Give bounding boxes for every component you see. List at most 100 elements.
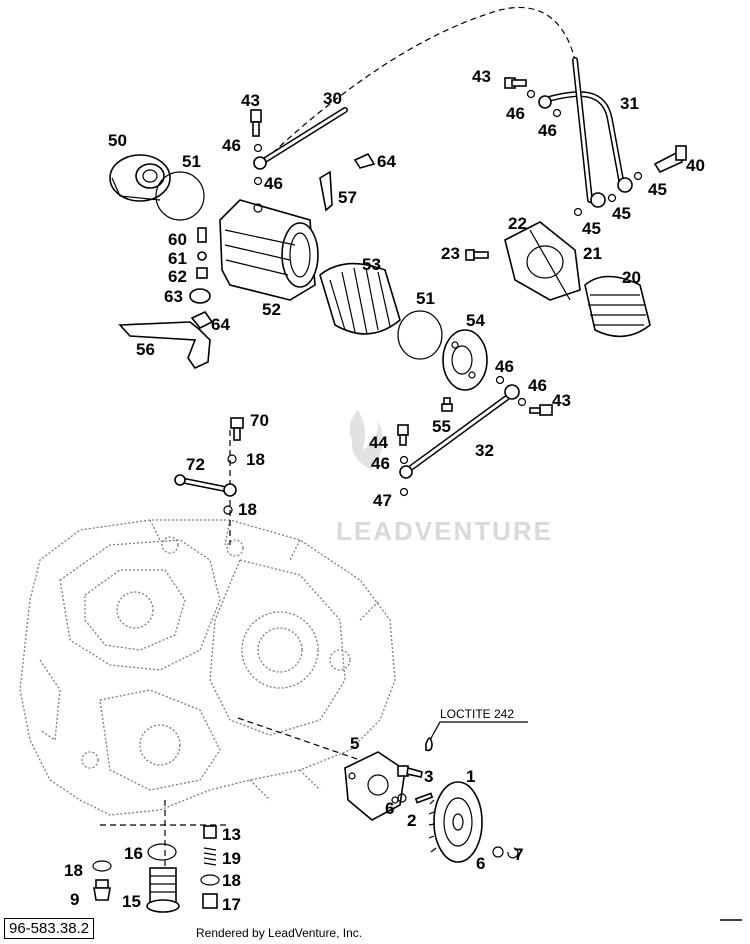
callout-72: 72 [186,455,205,474]
callout-18-c: 18 [64,861,83,880]
callout-22: 22 [508,214,527,233]
callout-57: 57 [338,188,357,207]
gear-1 [428,781,483,863]
washer-46-b [253,176,263,186]
washer-45-a [573,207,583,217]
callout-44: 44 [369,433,388,452]
washer-45-b [607,193,617,203]
circlip-7 [507,847,519,859]
callout-18-a: 18 [246,450,265,469]
washer-45-c [633,171,643,181]
callout-13: 13 [222,825,241,844]
callout-61: 61 [168,249,187,268]
washer-18-a [227,454,237,464]
callout-21: 21 [583,244,602,263]
filter-housing-52 [219,199,319,301]
spring-19 [203,847,217,866]
callout-5: 5 [350,734,359,753]
callout-31: 31 [620,94,639,113]
callout-30: 30 [323,89,342,108]
o-ring-16 [147,843,177,861]
callout-17: 17 [222,895,241,914]
pump-cover-22-21 [504,221,581,301]
callout-2: 2 [407,811,416,830]
o-ring-51-top [155,171,205,221]
small-parts-60-63 [189,227,211,304]
callout-52: 52 [262,300,281,319]
callout-64-left: 64 [211,315,230,334]
oil-pump-5 [344,751,406,821]
oil-line-32 [399,384,520,479]
callout-16: 16 [124,844,143,863]
oil-line-31 [538,57,633,208]
drain-plug-9 [93,879,111,901]
callout-62: 62 [168,267,187,286]
render-credit: Rendered by LeadVenture, Inc. [196,926,363,940]
callout-46-g: 46 [371,454,390,473]
callout-32: 32 [475,441,494,460]
plate-56 [118,321,211,370]
callout-3: 3 [424,767,433,786]
callout-55: 55 [432,417,451,436]
callout-19: 19 [222,849,241,868]
callout-45-a: 45 [582,219,601,238]
bolt-23 [465,249,489,261]
washer-18-b [223,505,233,515]
oil-screen-15 [146,867,180,913]
callout-43-right: 43 [552,391,571,410]
callout-46-top: 46 [222,136,241,155]
callout-1: 1 [466,767,475,786]
callout-46-c: 46 [506,104,525,123]
oil-filter-cover-50 [109,154,171,202]
washer-6-a [397,793,407,803]
oil-line-72 [174,474,237,497]
loctite-drop [425,737,433,752]
callout-43-top: 43 [241,91,260,110]
callout-labels: 50 51 43 46 46 30 64 57 43 46 46 31 40 4… [64,67,705,914]
oil-line-30 [253,107,348,170]
callout-50: 50 [108,131,127,150]
washer-6-b [492,846,504,858]
crankcase-outline [19,519,396,816]
callout-46-d: 46 [538,121,557,140]
callout-6-a: 6 [385,799,394,818]
screw-55 [441,397,453,412]
callout-23: 23 [441,244,460,263]
washer-18-d [200,874,220,886]
callout-51-mid: 51 [416,289,435,308]
diagram-reference-number: 96-583.38.2 [4,918,95,939]
screw-3 [397,765,423,778]
callout-46-f: 46 [528,376,547,395]
plug-13 [203,825,217,839]
callout-63: 63 [164,287,183,306]
washer-47 [399,487,409,497]
banjo-bolt-40 [653,145,687,174]
leadventure-watermark: LEADVENTURE [336,410,553,546]
washer-46-e [495,375,505,385]
loctite-leader [429,721,528,741]
washer-46-f [517,397,527,407]
callout-20: 20 [622,268,641,287]
callout-46-e: 46 [495,357,514,376]
banjo-bolt-43-upper-right [504,77,527,89]
callout-7: 7 [514,845,523,864]
callout-45-b: 45 [612,204,631,223]
plug-17 [202,893,218,909]
callout-53: 53 [362,255,381,274]
filter-cover-54 [442,329,488,391]
assembly-lines [100,6,576,900]
watermark-text: LEADVENTURE [336,516,553,546]
clip-64-right [353,152,376,169]
filter-element-53 [319,262,401,335]
banjo-bolt-43-right [529,404,553,416]
callout-46-b: 46 [264,174,283,193]
loctite-242-note: LOCTITE 242 [440,707,514,721]
callout-6-b: 6 [476,854,485,873]
callout-43-upper-right: 43 [472,67,491,86]
callout-47: 47 [373,491,392,510]
callout-45-c: 45 [648,180,667,199]
washer-18-c [92,860,112,872]
callout-54: 54 [466,311,485,330]
callout-9: 9 [70,890,79,909]
